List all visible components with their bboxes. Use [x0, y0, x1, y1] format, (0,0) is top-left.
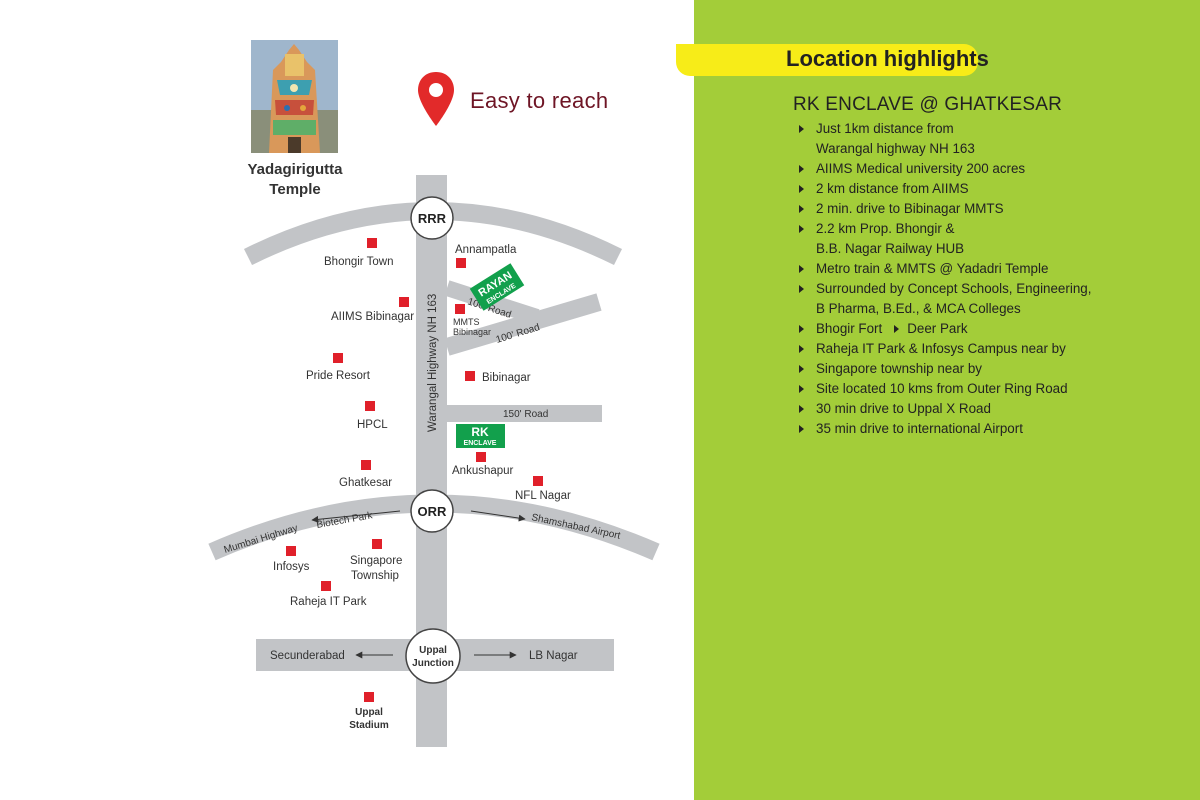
place-uppal-stadium: Uppal Stadium	[349, 692, 389, 731]
place-marker	[372, 539, 382, 549]
list-item: Surrounded by Concept Schools, Engineeri…	[797, 279, 1091, 319]
place-marker	[364, 692, 374, 702]
highlights-heading: Location highlights	[786, 46, 989, 71]
rk-enclave-label-2: ENCLAVE	[464, 440, 497, 447]
place-marker	[533, 476, 543, 486]
svg-text:Pride Resort: Pride Resort	[306, 370, 371, 382]
highway-label: Warangal Highway NH 163	[427, 294, 439, 432]
rrr-label: RRR	[418, 211, 447, 226]
secunderabad-label: Secunderabad	[270, 650, 345, 662]
lb-nagar-label: LB Nagar	[529, 650, 578, 662]
arrow-left-icon	[311, 510, 401, 523]
place-marker	[399, 297, 409, 307]
place-raheja-it-park: Raheja IT Park	[290, 581, 367, 608]
svg-text:Bibinagar: Bibinagar	[453, 327, 491, 337]
place-marker	[286, 546, 296, 556]
road-150-label: 150' Road	[503, 409, 548, 420]
project-title: RK ENCLAVE @ GHATKESAR	[793, 94, 1062, 115]
list-item: Site located 10 kms from Outer Ring Road	[797, 379, 1091, 399]
uppal-junction-label-1: Uppal	[419, 645, 447, 656]
place-bhongir-town: Bhongir Town	[324, 238, 393, 268]
list-item: Singapore township near by	[797, 359, 1091, 379]
place-annampatla: Annampatla	[455, 244, 517, 268]
svg-text:Infosys: Infosys	[273, 561, 310, 573]
place-hpcl: HPCL	[357, 401, 388, 431]
place-pride-resort: Pride Resort	[306, 353, 371, 382]
list-item: AIIMS Medical university 200 acres	[797, 159, 1091, 179]
temple-caption: Yadagirigutta Temple	[247, 161, 343, 198]
temple-image	[251, 40, 338, 153]
place-marker	[333, 353, 343, 363]
place-ghatkesar: Ghatkesar	[339, 460, 392, 489]
svg-text:Bhongir Town: Bhongir Town	[324, 256, 393, 268]
highlights-banner	[676, 44, 978, 76]
svg-text:NFL Nagar: NFL Nagar	[515, 490, 571, 502]
uppal-junction: Uppal Junction	[405, 628, 461, 684]
place-marker	[456, 258, 466, 268]
place-nfl-nagar: NFL Nagar	[515, 476, 571, 502]
list-item: Raheja IT Park & Infosys Campus near by	[797, 339, 1091, 359]
place-ankushapur: Ankushapur	[452, 452, 514, 477]
svg-text:Raheja IT Park: Raheja IT Park	[290, 596, 367, 608]
place-marker	[321, 581, 331, 591]
list-item: 35 min drive to international Airport	[797, 419, 1091, 439]
svg-text:Bibinagar: Bibinagar	[482, 372, 531, 384]
place-singapore-township: Singapore Township	[350, 539, 402, 582]
bullet-arrow-icon	[894, 325, 900, 334]
rrr-junction: RRR	[410, 196, 454, 240]
list-item: 2 min. drive to Bibinagar MMTS	[797, 199, 1091, 219]
orr-label: ORR	[418, 504, 448, 519]
location-map: Warangal Highway NH 163 100' Road 100' R…	[208, 175, 660, 747]
svg-text:Ghatkesar: Ghatkesar	[339, 477, 392, 489]
svg-text:Singapore: Singapore	[350, 555, 402, 567]
svg-text:AIIMS Bibinagar: AIIMS Bibinagar	[331, 311, 414, 323]
list-item: 30 min drive to Uppal X Road	[797, 399, 1091, 419]
place-aiims-bibinagar: AIIMS Bibinagar	[331, 297, 414, 323]
svg-text:Annampatla: Annampatla	[455, 244, 517, 256]
svg-text:Ankushapur: Ankushapur	[452, 465, 514, 477]
svg-text:MMTS: MMTS	[453, 317, 480, 327]
svg-text:Township: Township	[351, 570, 399, 582]
place-infosys: Infosys	[273, 546, 310, 573]
place-marker	[455, 304, 465, 314]
place-marker	[365, 401, 375, 411]
location-pin-icon	[418, 72, 454, 126]
list-item: 2 km distance from AIIMS	[797, 179, 1091, 199]
orr-junction: ORR	[410, 489, 454, 533]
rk-enclave-label-1: RK	[471, 425, 489, 439]
rk-enclave-sign: RK ENCLAVE	[456, 424, 505, 448]
uppal-junction-label-2: Junction	[412, 658, 454, 669]
place-marker	[465, 371, 475, 381]
svg-text:HPCL: HPCL	[357, 419, 388, 431]
place-marker	[476, 452, 486, 462]
road-150	[447, 405, 602, 422]
list-item: Metro train & MMTS @ Yadadri Temple	[797, 259, 1091, 279]
arrow-right-icon	[470, 510, 526, 522]
road-100-lower	[444, 293, 602, 356]
place-marker	[361, 460, 371, 470]
svg-text:Uppal: Uppal	[355, 707, 383, 718]
svg-text:Stadium: Stadium	[349, 720, 389, 731]
place-mmts-bibinagar: MMTS Bibinagar	[453, 304, 491, 337]
highlights-panel	[694, 0, 1200, 800]
easy-to-reach-title: Easy to reach	[470, 88, 609, 113]
place-bibinagar: Bibinagar	[465, 371, 531, 384]
place-marker	[367, 238, 377, 248]
list-item: 2.2 km Prop. Bhongir &B.B. Nagar Railway…	[797, 219, 1091, 259]
